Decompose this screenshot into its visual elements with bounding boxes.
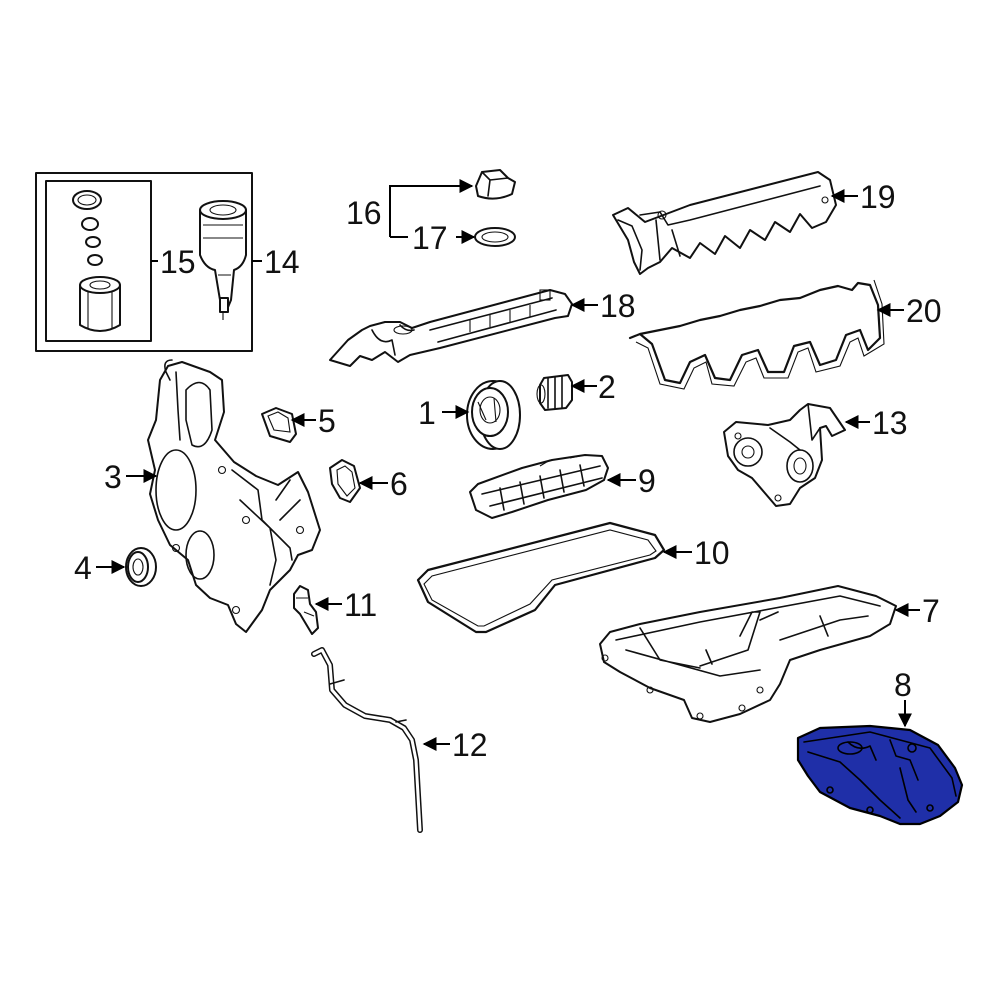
part-11-oil-level-sensor[interactable] (293, 585, 319, 635)
callout-17: 17 (412, 220, 448, 256)
callout-9: 9 (638, 463, 656, 499)
part-2-bellows-seal[interactable] (536, 374, 573, 411)
callout-15: 15 (160, 244, 196, 280)
part-6-gasket[interactable] (329, 459, 361, 503)
part-13-mounting-bracket[interactable] (723, 403, 846, 507)
callout-11: 11 (344, 587, 377, 623)
callout-labels: 1 2 3 4 5 6 7 8 9 10 11 12 13 14 15 16 1… (74, 179, 942, 763)
part-9-oil-baffle[interactable] (469, 454, 609, 519)
part-8-lower-oil-pan[interactable] (796, 724, 964, 826)
callout-7: 7 (922, 593, 940, 629)
part-10-oil-pan-gasket[interactable] (416, 521, 666, 634)
part-18-valve-cover[interactable] (329, 289, 573, 367)
leader-lines (96, 179, 920, 751)
part-1-pulley[interactable] (466, 380, 521, 450)
part-3-timing-cover[interactable] (147, 359, 321, 633)
callout-13: 13 (872, 405, 908, 441)
callout-5: 5 (318, 403, 336, 439)
callout-16: 16 (346, 195, 382, 231)
part-4-crankshaft-seal[interactable] (125, 547, 157, 587)
callout-18: 18 (600, 288, 636, 324)
part-5-gasket[interactable] (261, 407, 297, 443)
callout-20: 20 (906, 293, 942, 329)
part-16-filler-cap[interactable] (475, 169, 516, 200)
part-7-upper-oil-pan[interactable] (599, 585, 897, 723)
callout-14: 14 (264, 244, 300, 280)
callout-10: 10 (694, 535, 730, 571)
callout-6: 6 (390, 466, 408, 502)
callout-1: 1 (418, 395, 436, 431)
callout-3: 3 (104, 459, 122, 495)
part-15-seal-kit[interactable] (72, 190, 121, 332)
callout-4: 4 (74, 550, 92, 586)
part-17-cap-seal[interactable] (474, 227, 516, 247)
callout-8: 8 (894, 667, 912, 703)
part-12-dipstick-tube[interactable] (311, 647, 423, 833)
part-20-valve-cover-gasket[interactable] (628, 279, 885, 390)
part-19-cylinder-head-cover[interactable] (612, 171, 837, 275)
callout-19: 19 (860, 179, 896, 215)
part-8-fill (796, 724, 964, 826)
callout-2: 2 (598, 369, 616, 405)
callout-12: 12 (452, 727, 488, 763)
part-14-oil-filter-housing[interactable] (199, 200, 247, 320)
